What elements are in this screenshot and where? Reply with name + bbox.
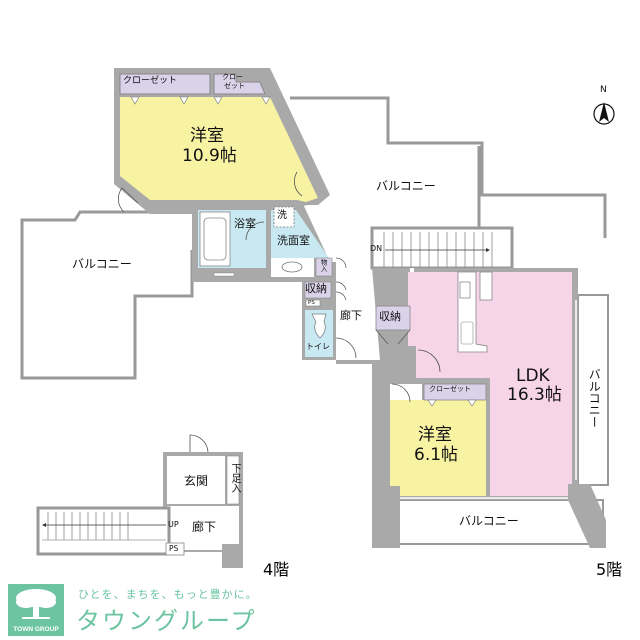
western-room-1-name: 洋室 bbox=[190, 126, 224, 146]
storage-2-label: 収納 bbox=[379, 310, 401, 323]
balcony-west-outline bbox=[20, 210, 194, 380]
floor-label-4: 4階 bbox=[263, 560, 290, 579]
pillar-sw bbox=[372, 486, 400, 548]
fridge-space bbox=[479, 271, 493, 301]
western-room-2-name: 洋室 bbox=[418, 425, 452, 445]
entrance-label: 玄関 bbox=[184, 474, 209, 488]
western-room-2-floor bbox=[390, 400, 486, 496]
storage-small bbox=[315, 257, 333, 277]
washroom-label: 洗面室 bbox=[277, 234, 310, 247]
bathroom-label: 浴室 bbox=[234, 217, 256, 230]
closet-2 bbox=[213, 73, 266, 95]
entrance-floor bbox=[167, 456, 225, 504]
balcony-south-label: バルコニー bbox=[459, 514, 519, 528]
hallway-5f-label: 廊下 bbox=[340, 309, 362, 322]
stairs-4f-outline bbox=[36, 506, 171, 556]
pillar-se bbox=[568, 484, 606, 548]
closet-1-label: クローゼット bbox=[123, 76, 178, 86]
balcony-north-outline bbox=[290, 96, 607, 238]
hallway-5f bbox=[336, 262, 380, 362]
storage-1 bbox=[304, 281, 332, 299]
town-group-logo: TOWN GROUP bbox=[8, 584, 64, 636]
balcony-east-outline bbox=[577, 294, 609, 486]
pillar-4f bbox=[222, 544, 243, 568]
logo-text: TOWN GROUP bbox=[13, 626, 59, 633]
closet-2-label-line1: クロー bbox=[222, 73, 243, 81]
closet-3 bbox=[423, 383, 487, 401]
compass-arrow-icon bbox=[593, 102, 615, 125]
western-room-1-size: 10.9帖 bbox=[182, 146, 237, 166]
ps-5f-label: PS bbox=[308, 300, 315, 306]
compass-n-label: N bbox=[600, 85, 607, 95]
hallway-4f-label: 廊下 bbox=[192, 520, 217, 534]
ps-5f bbox=[305, 299, 321, 307]
shoe-storage-label: 下足入 bbox=[229, 463, 240, 493]
western-room-1-floor bbox=[120, 97, 318, 202]
western-room-2-size: 6.1帖 bbox=[414, 445, 459, 465]
closet-1 bbox=[119, 73, 211, 95]
balcony-east-label: バルコニー bbox=[587, 368, 602, 428]
brand-tagline: ひとを、まちを、もっと豊かに。 bbox=[78, 588, 258, 601]
toilet-label: トイレ bbox=[306, 342, 330, 351]
ps-4f-label: PS bbox=[169, 544, 179, 553]
tree-icon bbox=[16, 589, 56, 619]
north-compass: N bbox=[592, 85, 616, 130]
balcony-south-outline bbox=[382, 499, 604, 545]
washer-spot bbox=[273, 206, 295, 228]
balcony-north-label: バルコニー bbox=[376, 179, 436, 193]
storage-1-label: 収納 bbox=[305, 282, 327, 295]
ldk-size: 16.3帖 bbox=[507, 385, 562, 405]
closet-3-label: クローゼット bbox=[429, 385, 471, 393]
washer-label: 洗 bbox=[277, 210, 287, 221]
ldk-name: LDK bbox=[516, 366, 550, 386]
shoe-storage bbox=[226, 455, 240, 505]
stairs-down-label: DN bbox=[370, 244, 383, 253]
floor-label-5: 5階 bbox=[596, 560, 623, 579]
brand-name: タウングループ bbox=[76, 607, 257, 635]
closet-2-label-line2: ゼット bbox=[224, 82, 245, 90]
stairs-up-label: UP bbox=[168, 520, 179, 529]
ps-4f bbox=[165, 542, 185, 556]
storage-small-label: 物入 bbox=[319, 259, 328, 272]
balcony-west-label: バルコニー bbox=[72, 257, 132, 271]
storage-2 bbox=[375, 305, 411, 331]
